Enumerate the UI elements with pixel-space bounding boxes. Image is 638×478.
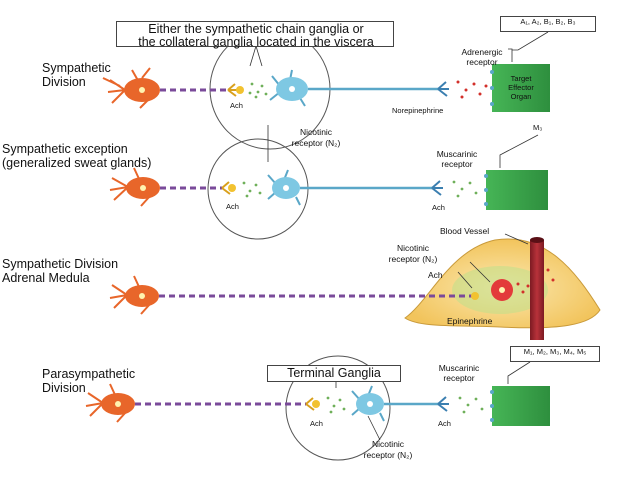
receptor-pointer — [508, 48, 513, 62]
postganglionic-terminal — [431, 180, 443, 196]
ach-vesicles — [242, 181, 262, 198]
chromaffin-cell — [491, 279, 513, 301]
row-sweat-glands — [109, 134, 548, 240]
muscarinic-types-box — [510, 346, 600, 362]
ach-vesicles-target — [452, 180, 478, 198]
parasympathetic-title-line1: Parasympathetic — [42, 367, 136, 381]
blood-vessel-pointer — [504, 233, 529, 245]
adrenal-nicotinic-line1: Nicotinic — [396, 243, 430, 253]
axon-terminal — [221, 181, 236, 195]
ach-label-row1: Ach — [230, 101, 243, 110]
row-parasympathetic — [85, 355, 550, 461]
ach-label-row4-target: Ach — [438, 419, 451, 428]
parasym-muscarinic-line2: receptor — [443, 373, 475, 383]
nicotinic-receptor-line2: receptor (N₂) — [291, 138, 341, 148]
muscarinic-types-label: M₁, M₂, M₃, M₄, M₅ — [523, 347, 587, 356]
adrenergic-receptor-line2: receptor — [466, 57, 498, 67]
receptor-type-m3: M₃ — [533, 123, 543, 132]
nicotinic-pointer — [469, 261, 491, 283]
adrenal-ach-label: Ach — [428, 270, 443, 280]
ach-pointer — [457, 271, 473, 289]
postganglionic-terminal — [437, 396, 449, 412]
axon-terminal — [471, 292, 479, 300]
target-organ-line2: Effector — [508, 83, 534, 92]
nicotinic-receptor-line1: Nicotinic — [299, 127, 333, 137]
receptor-dots — [490, 70, 494, 106]
preganglionic-neuron — [85, 383, 135, 423]
ach-vesicles — [326, 396, 346, 414]
adrenal-nicotinic-line2: receptor (N₂) — [388, 254, 438, 264]
terminal-ganglia-box — [267, 365, 401, 382]
sweat-title-line2: (generalized sweat glands) — [2, 156, 152, 170]
axon-terminal — [227, 83, 244, 97]
parasym-nicotinic-line2: receptor (N₂) — [363, 450, 413, 460]
ach-vesicles-target — [458, 396, 484, 414]
target-organ-line3: Organ — [510, 92, 532, 101]
ach-label-row4: Ach — [310, 419, 323, 428]
adrenal-title-line2: Adrenal Medula — [2, 271, 90, 285]
ganglion-neuron — [267, 169, 301, 206]
epinephrine-label: Epinephrine — [447, 316, 493, 326]
muscarinic-receptor-line1: Muscarinic — [436, 149, 478, 159]
vessel-top — [530, 237, 544, 243]
row-adrenal — [109, 233, 601, 340]
receptor-types-bracket — [507, 361, 531, 384]
sympathetic-title-line1: Sympathetic — [42, 61, 111, 75]
sweat-title-line1: Sympathetic exception — [2, 142, 128, 156]
postganglionic-terminal — [437, 81, 449, 97]
blood-vessel-label: Blood Vessel — [440, 226, 490, 236]
ganglion-neuron — [351, 385, 385, 422]
nicotinic-pointer — [367, 415, 381, 441]
sympathetic-title-line2: Division — [42, 75, 86, 89]
norepinephrine-label: Norepinephrine — [392, 106, 444, 115]
ganglia-note-line1: Either the sympathetic chain ganglia or — [148, 22, 364, 36]
receptor-dots — [484, 174, 488, 206]
sweat-gland-target — [486, 170, 548, 210]
parasympathetic-target — [492, 386, 550, 426]
preganglionic-neuron — [102, 67, 160, 109]
epinephrine-vesicles — [516, 268, 555, 294]
parasympathetic-title-line2: Division — [42, 381, 86, 395]
receptor-type-pointer — [499, 134, 539, 168]
preganglionic-neuron — [109, 167, 160, 207]
ganglia-note-pointer — [249, 45, 263, 67]
ganglia-note-line2: the collateral ganglia located in the vi… — [138, 35, 374, 49]
ganglia-note-box — [116, 21, 394, 47]
receptor-types-label: A₁, A₂, B₁, B₂, B₃ — [520, 17, 576, 26]
receptor-dots — [490, 390, 494, 422]
muscarinic-receptor-line2: receptor — [441, 159, 473, 169]
ach-vesicles — [248, 82, 268, 99]
adrenal-title-line1: Sympathetic Division — [2, 257, 119, 271]
receptor-types-box — [500, 16, 596, 32]
preganglionic-neuron — [109, 275, 159, 315]
target-organ — [492, 64, 550, 112]
axon-terminal — [305, 397, 320, 411]
row-sympathetic — [102, 28, 550, 150]
parasym-nicotinic-line1: Nicotinic — [371, 439, 405, 449]
blood-vessel — [530, 240, 544, 340]
parasym-muscarinic-line1: Muscarinic — [438, 363, 480, 373]
adrenergic-receptor-line1: Adrenergic — [461, 47, 503, 57]
ach-label-row2: Ach — [226, 202, 239, 211]
norepinephrine-vesicles — [456, 80, 488, 99]
terminal-ganglia-label: Terminal Ganglia — [287, 366, 381, 380]
ach-label-row2-target: Ach — [432, 203, 445, 212]
target-organ-line1: Target — [510, 74, 532, 83]
receptor-types-bracket — [512, 31, 549, 51]
ganglion-outline — [285, 355, 391, 461]
ganglion-neuron — [269, 69, 308, 107]
